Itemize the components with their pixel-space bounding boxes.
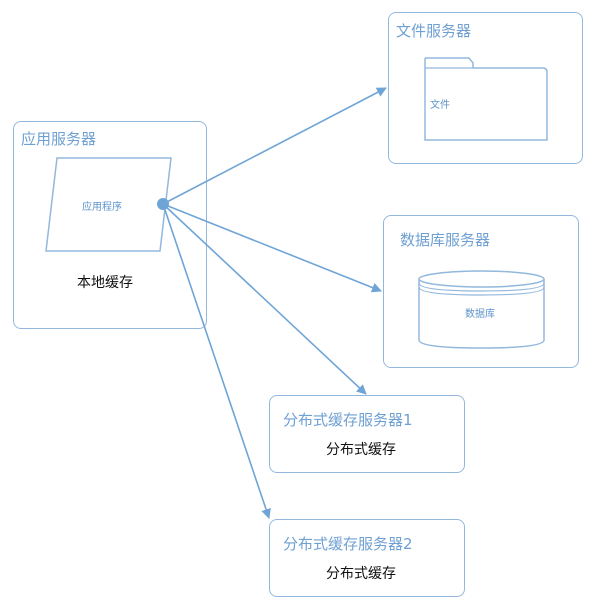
file-label: 文件: [430, 100, 450, 111]
database-label: 数据库: [465, 309, 495, 320]
cache-server-1-box: [269, 395, 465, 473]
cache-server-1-title: 分布式缓存服务器1: [283, 411, 413, 429]
cache-server-1-content: 分布式缓存: [326, 442, 396, 458]
cache-server-2-content: 分布式缓存: [326, 566, 396, 582]
app-server-title: 应用服务器: [21, 130, 97, 148]
application-program-label: 应用程序: [82, 202, 122, 213]
file-server-title: 文件服务器: [396, 22, 472, 40]
local-cache-label: 本地缓存: [77, 275, 133, 291]
cache-server-2-box: [269, 519, 465, 597]
db-server-title: 数据库服务器: [400, 231, 491, 249]
cache-server-2-title: 分布式缓存服务器2: [283, 535, 413, 553]
app-server-box: [13, 121, 207, 329]
